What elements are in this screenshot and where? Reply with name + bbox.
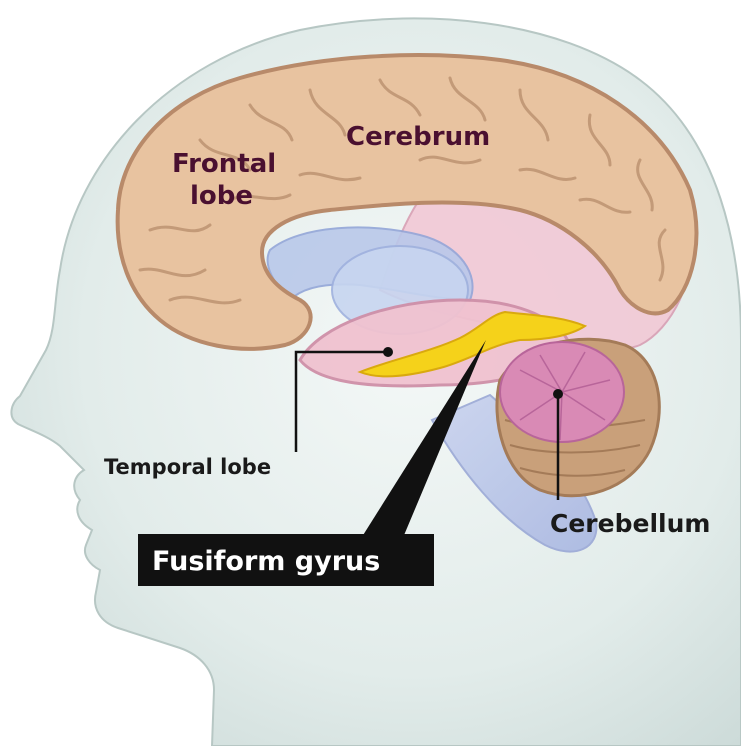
cerebrum [115, 53, 699, 351]
temporal-lobe-leader [294, 350, 388, 452]
temporal-lobe-dot [383, 347, 393, 357]
cerebellum [495, 337, 661, 498]
fusiform-pointer [360, 340, 486, 540]
cerebrum-label: Cerebrum [346, 122, 490, 152]
temporal-lobe-label: Temporal lobe [104, 455, 271, 479]
fusiform-callout-box [138, 534, 434, 586]
cerebellum-dot [553, 389, 563, 399]
cerebrum-folds [138, 76, 667, 305]
fusiform-gyrus-label: Fusiform gyrus [152, 546, 380, 577]
frontal-lobe-label-line1: Frontal [172, 149, 276, 179]
leader-lines [294, 350, 560, 500]
cerebellum-label: Cerebellum [550, 509, 710, 538]
frontal-lobe-label-line2: lobe [190, 181, 253, 211]
fusiform-gyrus [357, 310, 588, 378]
